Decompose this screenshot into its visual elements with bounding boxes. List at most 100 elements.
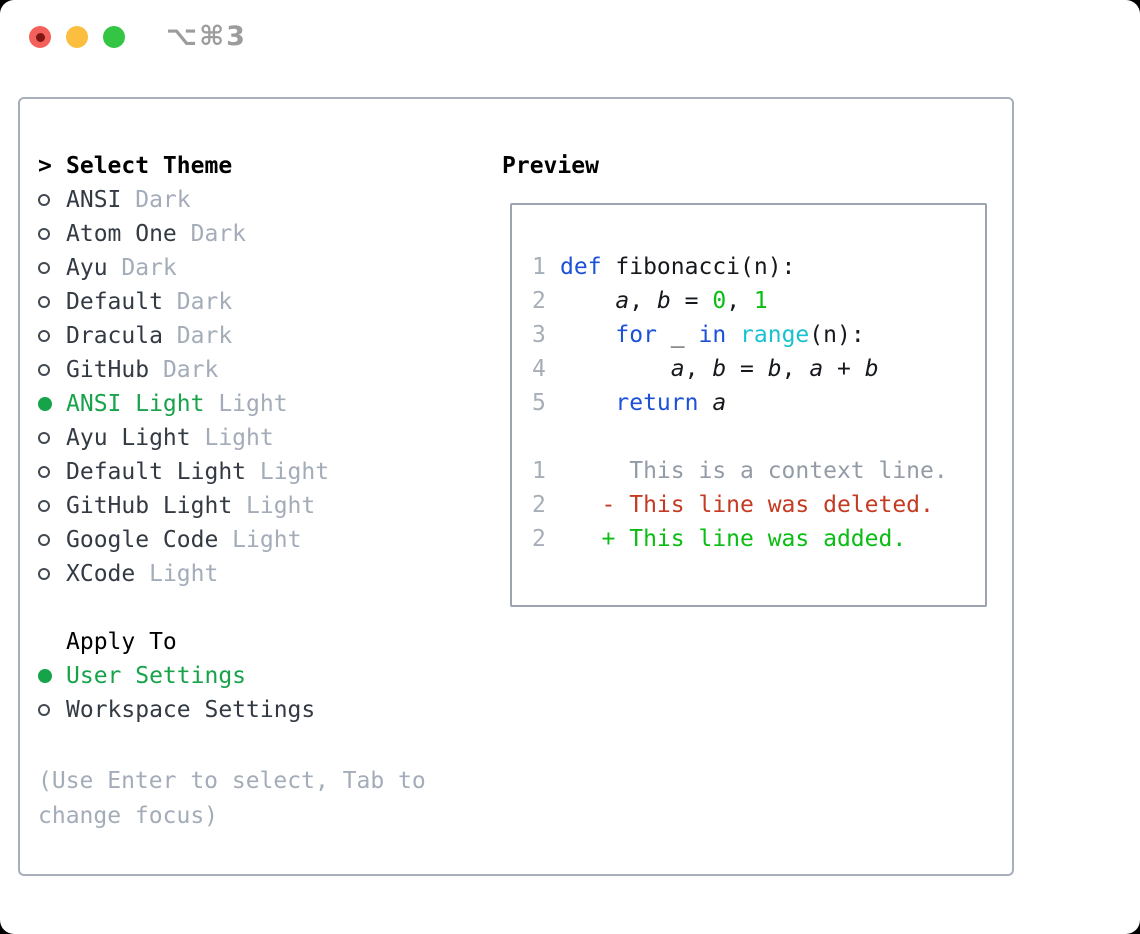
line-content: This is a context line. — [560, 454, 948, 488]
code-line: 1 def fibonacci(n): — [532, 250, 985, 284]
token-plain: , — [726, 288, 754, 314]
radio-gutter — [38, 704, 66, 716]
token-plain: , — [684, 356, 713, 382]
token-plain — [698, 390, 712, 416]
option-label: XCode — [66, 561, 136, 587]
radio-gutter — [38, 194, 66, 206]
token-plain: + — [823, 356, 865, 382]
radio-unselected-icon — [38, 296, 50, 308]
token-var: b — [712, 356, 727, 382]
token-plain: , — [629, 288, 657, 314]
theme-option-github-light[interactable]: GitHub Light Light — [38, 489, 453, 523]
option-label: Google Code — [66, 527, 219, 553]
theme-option-xcode[interactable]: XCode Light — [38, 557, 453, 591]
radio-gutter — [38, 534, 66, 546]
radio-gutter — [38, 397, 66, 411]
minimize-button[interactable] — [66, 26, 88, 48]
option-label: Workspace Settings — [66, 697, 316, 723]
radio-unselected-icon — [38, 194, 50, 206]
token-var: b — [767, 356, 782, 382]
line-number: 5 — [532, 390, 546, 416]
token-del: - This line was deleted. — [560, 492, 934, 518]
token-kw: for — [615, 322, 657, 348]
option-label: User Settings — [66, 663, 247, 689]
line-content: - This line was deleted. — [560, 488, 934, 522]
token-kw: def — [560, 254, 602, 280]
option-label: Atom One — [66, 221, 177, 247]
token-var: a — [712, 390, 727, 416]
token-kw: in — [698, 322, 727, 348]
theme-option-dracula[interactable]: Dracula Dark — [38, 319, 453, 353]
diff-line: 2 - This line was deleted. — [532, 488, 985, 522]
code-line: 3 for _ in range(n): — [532, 318, 985, 352]
token-plain — [726, 322, 740, 348]
line-content: def fibonacci(n): — [560, 250, 795, 284]
line-number: 1 — [532, 254, 546, 280]
radio-selected-icon — [38, 397, 52, 411]
code-line: 5 return a — [532, 386, 985, 420]
token-var: a — [670, 356, 685, 382]
token-var: b — [864, 356, 879, 382]
line-number: 2 — [532, 288, 546, 314]
radio-gutter — [38, 568, 66, 580]
line-content: a, b = 0, 1 — [560, 284, 768, 318]
select-theme-header: > Select Theme — [38, 149, 453, 183]
token-var: b — [656, 288, 671, 314]
help-text: (Use Enter to select, Tab to change focu… — [38, 768, 426, 829]
radio-unselected-icon — [38, 534, 50, 546]
radio-gutter — [38, 364, 66, 376]
line-number: 1 — [532, 458, 546, 484]
option-variant: Dark — [162, 323, 233, 349]
theme-option-ansi-light[interactable]: ANSI Light Light — [38, 387, 453, 421]
option-label: ANSI — [66, 187, 122, 213]
theme-option-ayu[interactable]: Ayu Dark — [38, 251, 453, 285]
token-num: 1 — [753, 288, 768, 314]
token-plain: (n): — [809, 322, 865, 348]
theme-option-github[interactable]: GitHub Dark — [38, 353, 453, 387]
option-variant: Light — [218, 527, 302, 553]
apply-option-user-settings[interactable]: User Settings — [38, 659, 453, 693]
option-variant: Dark — [121, 187, 191, 213]
theme-option-default-light[interactable]: Default Light Light — [38, 455, 453, 489]
radio-gutter — [38, 500, 66, 512]
radio-unselected-icon — [38, 568, 50, 580]
option-variant: Dark — [176, 221, 247, 247]
apply-to-title: Apply To — [66, 629, 177, 655]
token-var: a — [809, 356, 824, 382]
code-line: 2 a, b = 0, 1 — [532, 284, 985, 318]
prompt-caret: > — [38, 153, 52, 179]
option-label: Ayu — [66, 255, 108, 281]
theme-option-ansi[interactable]: ANSI Dark — [38, 183, 453, 217]
line-number: 3 — [532, 322, 546, 348]
zoom-button[interactable] — [103, 26, 125, 48]
option-variant: Dark — [107, 255, 177, 281]
line-content: + This line was added. — [560, 522, 907, 556]
option-variant: Light — [204, 391, 288, 417]
theme-option-google-code[interactable]: Google Code Light — [38, 523, 453, 557]
line-content: a, b = b, a + b — [560, 352, 879, 386]
token-plain: , — [781, 356, 810, 382]
radio-gutter — [38, 330, 66, 342]
close-button[interactable] — [29, 26, 51, 48]
token-plain: fibonacci(n): — [601, 254, 796, 280]
theme-option-ayu-light[interactable]: Ayu Light Light — [38, 421, 453, 455]
diff-line: 1 This is a context line. — [532, 454, 985, 488]
option-variant: Dark — [149, 357, 219, 383]
select-theme-title: Select Theme — [66, 153, 233, 179]
theme-option-atom-one[interactable]: Atom One Dark — [38, 217, 453, 251]
token-plain: = — [670, 288, 713, 314]
token-var: a — [615, 288, 630, 314]
radio-unselected-icon — [38, 262, 50, 274]
line-content: for _ in range(n): — [560, 318, 865, 352]
diff-preview: 1 This is a context line.2 - This line w… — [532, 454, 985, 556]
line-number: 2 — [532, 492, 546, 518]
option-label: Default Light — [66, 459, 247, 485]
apply-option-workspace-settings[interactable]: Workspace Settings — [38, 693, 453, 727]
spacer — [38, 591, 453, 625]
theme-option-default[interactable]: Default Dark — [38, 285, 453, 319]
option-variant: Light — [232, 493, 316, 519]
